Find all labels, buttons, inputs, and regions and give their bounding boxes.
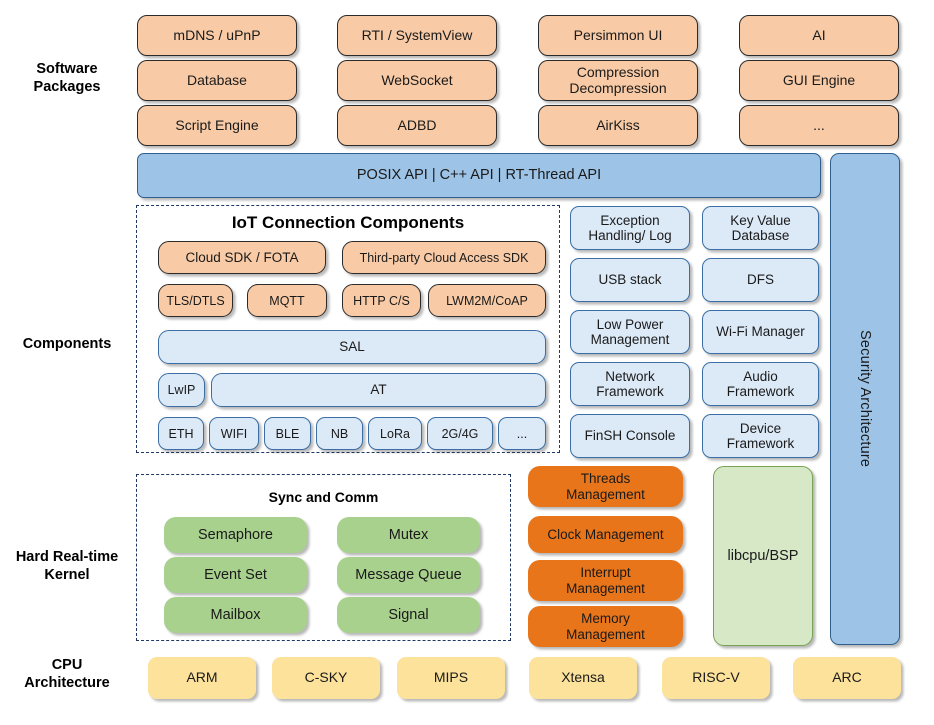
iot-link-box[interactable]: LoRa <box>368 417 422 450</box>
rail-label-kernel: Hard Real-time Kernel <box>15 549 119 584</box>
component-box[interactable]: USB stack <box>570 258 690 302</box>
rail-label-software-packages: Software Packages <box>33 61 101 96</box>
package-box[interactable]: WebSocket <box>337 60 497 101</box>
package-box[interactable]: AI <box>739 15 899 56</box>
sync-group-title: Sync and Comm <box>268 489 379 505</box>
iot-third-party-sdk-box[interactable]: Third-party Cloud Access SDK <box>342 241 546 274</box>
sync-primitive-box[interactable]: Signal <box>337 597 480 633</box>
iot-link-box[interactable]: NB <box>316 417 363 450</box>
package-box[interactable]: ADBD <box>337 105 497 146</box>
package-box[interactable]: ... <box>739 105 899 146</box>
iot-lwip-box[interactable]: LwIP <box>158 373 205 407</box>
package-box[interactable]: RTI / SystemView <box>337 15 497 56</box>
iot-link-box[interactable]: 2G/4G <box>427 417 493 450</box>
component-box[interactable]: Device Framework <box>702 414 819 458</box>
iot-sal-box[interactable]: SAL <box>158 330 546 364</box>
cpu-arch-box[interactable]: C-SKY <box>272 657 380 699</box>
cpu-arch-box[interactable]: ARM <box>148 657 256 699</box>
iot-protocol-box[interactable]: MQTT <box>247 284 327 317</box>
rail-label-components: Components <box>22 336 112 352</box>
component-box[interactable]: DFS <box>702 258 819 302</box>
iot-cloud-sdk-box[interactable]: Cloud SDK / FOTA <box>158 241 326 274</box>
rail-label-cpu-architecture: CPU Architecture <box>24 657 110 692</box>
api-layer-bar[interactable]: POSIX API | C++ API | RT-Thread API <box>137 153 821 198</box>
package-box[interactable]: GUI Engine <box>739 60 899 101</box>
sync-primitive-box[interactable]: Mailbox <box>164 597 307 633</box>
cpu-arch-box[interactable]: MIPS <box>397 657 505 699</box>
sync-primitive-box[interactable]: Event Set <box>164 557 307 593</box>
sync-primitive-box[interactable]: Message Queue <box>337 557 480 593</box>
component-box[interactable]: Wi-Fi Manager <box>702 310 819 354</box>
package-box[interactable]: mDNS / uPnP <box>137 15 297 56</box>
security-architecture-column[interactable]: Security Architecture <box>830 153 900 645</box>
component-box[interactable]: Low Power Management <box>570 310 690 354</box>
iot-protocol-box[interactable]: LWM2M/CoAP <box>428 284 546 317</box>
sync-and-comm-group <box>136 474 511 641</box>
kernel-service-box[interactable]: Threads Management <box>528 466 683 507</box>
iot-link-box[interactable]: BLE <box>264 417 311 450</box>
cpu-arch-box[interactable]: ARC <box>793 657 901 699</box>
component-box[interactable]: Exception Handling/ Log <box>570 206 690 250</box>
iot-link-box[interactable]: ... <box>498 417 546 450</box>
kernel-service-box[interactable]: Interrupt Management <box>528 560 683 601</box>
component-box[interactable]: Key Value Database <box>702 206 819 250</box>
package-box[interactable]: Persimmon UI <box>538 15 698 56</box>
component-box[interactable]: Audio Framework <box>702 362 819 406</box>
iot-at-box[interactable]: AT <box>211 373 546 407</box>
cpu-arch-box[interactable]: Xtensa <box>529 657 637 699</box>
package-box[interactable]: Database <box>137 60 297 101</box>
iot-link-box[interactable]: ETH <box>158 417 204 450</box>
kernel-service-box[interactable]: Memory Management <box>528 606 683 647</box>
iot-protocol-box[interactable]: TLS/DTLS <box>158 284 233 317</box>
package-box[interactable]: Script Engine <box>137 105 297 146</box>
cpu-arch-box[interactable]: RISC-V <box>662 657 770 699</box>
iot-link-box[interactable]: WIFI <box>209 417 259 450</box>
kernel-service-box[interactable]: Clock Management <box>528 516 683 553</box>
iot-protocol-box[interactable]: HTTP C/S <box>342 284 421 317</box>
sync-primitive-box[interactable]: Mutex <box>337 517 480 553</box>
iot-group-title: IoT Connection Components <box>231 213 465 232</box>
iot-connection-components-group <box>136 205 560 453</box>
security-architecture-label: Security Architecture <box>857 330 874 468</box>
package-box[interactable]: AirKiss <box>538 105 698 146</box>
package-box[interactable]: Compression Decompression <box>538 60 698 101</box>
libcpu-bsp-box[interactable]: libcpu/BSP <box>713 466 813 646</box>
component-box[interactable]: FinSH Console <box>570 414 690 458</box>
sync-primitive-box[interactable]: Semaphore <box>164 517 307 553</box>
component-box[interactable]: Network Framework <box>570 362 690 406</box>
